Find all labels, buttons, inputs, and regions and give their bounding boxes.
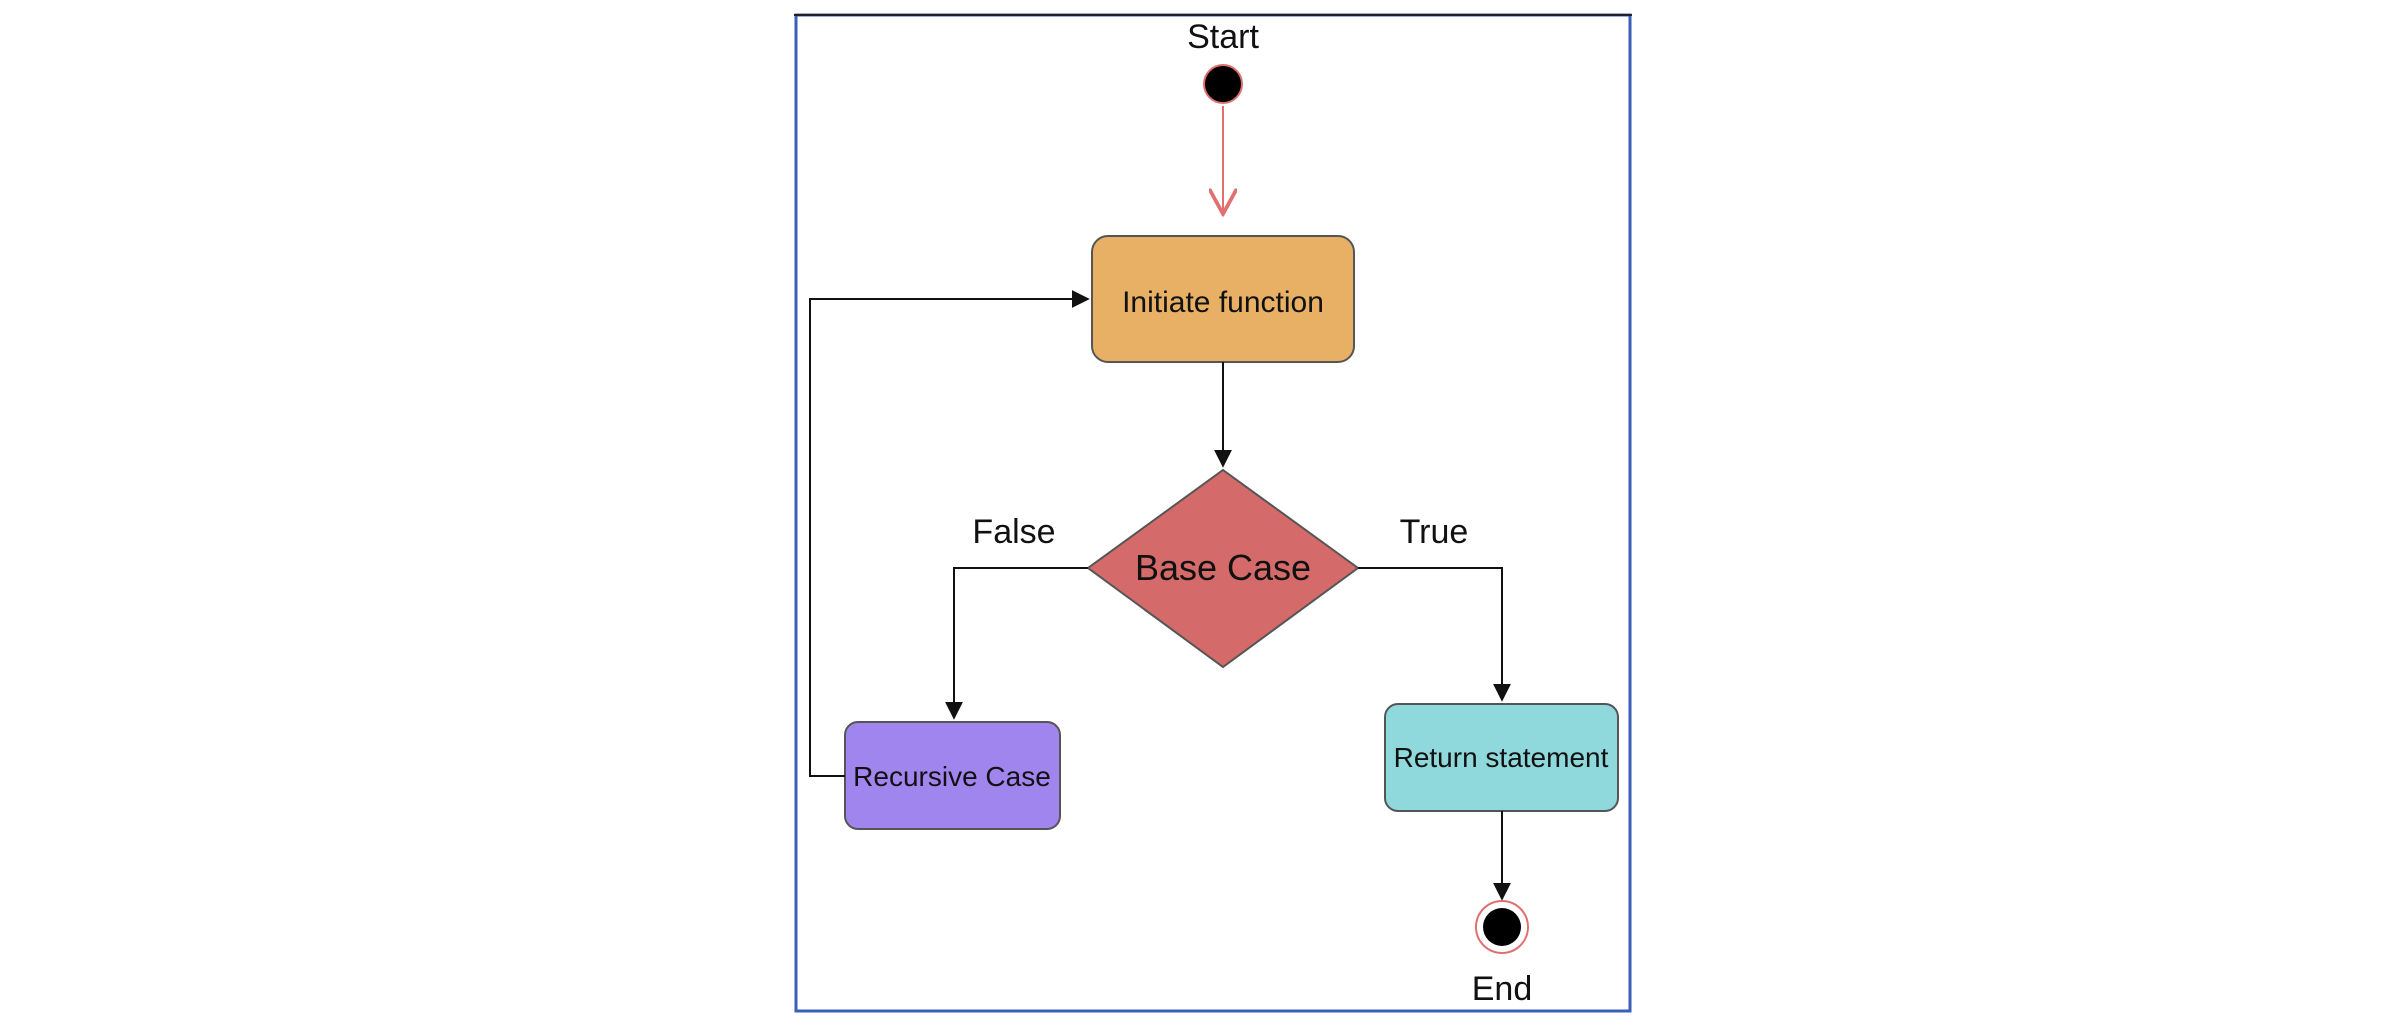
recursive-case-label: Recursive Case xyxy=(853,761,1051,792)
initiate-function-label: Initiate function xyxy=(1122,286,1324,319)
base-case-label: Base Case xyxy=(1135,547,1311,588)
start-node xyxy=(1203,64,1243,104)
true-edge-label: True xyxy=(1400,513,1469,551)
edge-recursive-to-initiate xyxy=(809,290,1090,777)
base-case-node xyxy=(1086,468,1360,669)
edge-base-case-true xyxy=(1358,567,1511,702)
end-node xyxy=(1483,908,1521,946)
edge-base-case-false xyxy=(945,567,1088,720)
start-label: Start xyxy=(1187,18,1259,56)
return-statement-label: Return statement xyxy=(1394,742,1609,773)
false-edge-label: False xyxy=(972,513,1055,551)
end-label: End xyxy=(1472,970,1533,1008)
